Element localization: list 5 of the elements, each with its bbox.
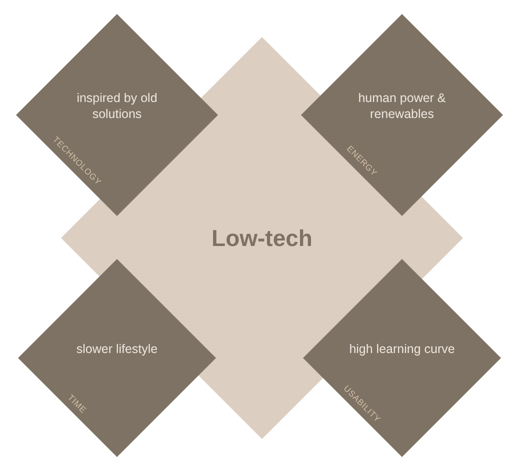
description-text: human power & renewables — [357, 90, 447, 122]
description-text: inspired by old solutions — [76, 90, 158, 122]
title-text: Low-tech — [212, 224, 312, 253]
description-text: slower lifestyle — [75, 341, 159, 357]
description-text: high learning curve — [348, 341, 456, 357]
